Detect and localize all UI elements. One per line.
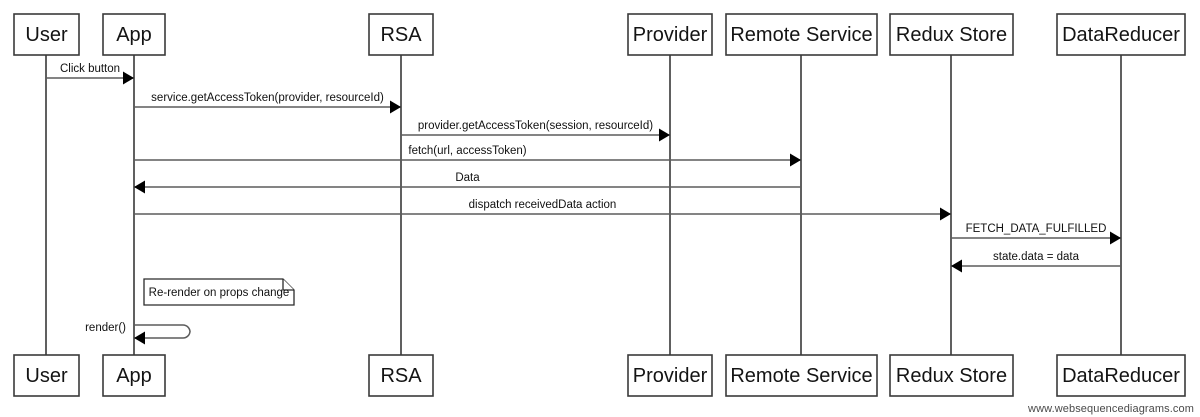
message-arrowhead-m4 bbox=[790, 153, 801, 167]
actor-label-provider-bottom: Provider bbox=[633, 365, 708, 387]
actor-app-bottom[interactable]: App bbox=[102, 354, 166, 397]
message-m8[interactable]: state.data = data bbox=[951, 251, 1121, 273]
message-arrowhead-m6 bbox=[940, 207, 951, 221]
actor-box-app-bottom bbox=[102, 354, 166, 397]
note-fold-corner-n1 bbox=[282, 279, 294, 291]
actor-box-user-bottom bbox=[13, 354, 80, 397]
actor-box-reducer-top bbox=[1056, 13, 1186, 56]
actor-label-remote-bottom: Remote Service bbox=[730, 365, 872, 387]
lifelines-layer bbox=[45, 55, 1122, 355]
actor-label-redux-top: Redux Store bbox=[896, 24, 1007, 46]
actor-label-remote-top: Remote Service bbox=[730, 24, 872, 46]
actor-rsa-top[interactable]: RSA bbox=[368, 13, 434, 56]
message-arrowhead-m7 bbox=[1110, 231, 1121, 245]
message-label-m7: FETCH_DATA_FULFILLED bbox=[966, 223, 1107, 235]
message-m7[interactable]: FETCH_DATA_FULFILLED bbox=[951, 223, 1121, 245]
actor-remote-top[interactable]: Remote Service bbox=[725, 13, 878, 56]
actor-redux-bottom[interactable]: Redux Store bbox=[889, 354, 1014, 397]
actor-label-reducer-bottom: DataReducer bbox=[1062, 365, 1180, 387]
actor-redux-top[interactable]: Redux Store bbox=[889, 13, 1014, 56]
actor-label-redux-bottom: Redux Store bbox=[896, 365, 1007, 387]
message-label-m3: provider.getAccessToken(session, resourc… bbox=[418, 120, 653, 132]
message-label-m8: state.data = data bbox=[993, 251, 1080, 263]
message-m5[interactable]: Data bbox=[134, 172, 801, 194]
actor-box-provider-top bbox=[627, 13, 713, 56]
actor-box-remote-bottom bbox=[725, 354, 878, 397]
actor-box-rsa-bottom bbox=[368, 354, 434, 397]
actor-user-bottom[interactable]: User bbox=[13, 354, 80, 397]
actor-provider-bottom[interactable]: Provider bbox=[627, 354, 713, 397]
message-label-m6: dispatch receivedData action bbox=[469, 199, 617, 211]
message-label-m2: service.getAccessToken(provider, resourc… bbox=[151, 92, 384, 104]
watermark: www.websequencediagrams.com bbox=[1028, 403, 1194, 415]
message-label-m1: Click button bbox=[60, 63, 120, 75]
message-arrowhead-m3 bbox=[659, 128, 670, 142]
actor-box-provider-bottom bbox=[627, 354, 713, 397]
actor-app-top[interactable]: App bbox=[102, 13, 166, 56]
actor-label-app-bottom: App bbox=[116, 365, 152, 387]
actor-label-reducer-top: DataReducer bbox=[1062, 24, 1180, 46]
actor-box-redux-top bbox=[889, 13, 1014, 56]
actor-rsa-bottom[interactable]: RSA bbox=[368, 354, 434, 397]
self-message-label-s1: render() bbox=[85, 322, 126, 334]
message-arrowhead-m8 bbox=[951, 259, 962, 273]
self-message-s1[interactable]: render() bbox=[85, 322, 191, 345]
actor-provider-top[interactable]: Provider bbox=[627, 13, 713, 56]
note-label-n1: Re-render on props change bbox=[149, 287, 290, 299]
note-body-n1 bbox=[143, 278, 295, 306]
actor-label-rsa-bottom: RSA bbox=[380, 365, 422, 387]
actor-label-app-top: App bbox=[116, 24, 152, 46]
message-label-m4: fetch(url, accessToken) bbox=[408, 145, 526, 157]
message-m3[interactable]: provider.getAccessToken(session, resourc… bbox=[401, 120, 670, 142]
actor-box-user-top bbox=[13, 13, 80, 56]
actor-label-rsa-top: RSA bbox=[380, 24, 422, 46]
actor-label-user-bottom: User bbox=[25, 365, 68, 387]
note-n1[interactable]: Re-render on props change bbox=[143, 278, 295, 306]
message-m1[interactable]: Click button bbox=[46, 63, 134, 85]
self-message-arrowhead-s1 bbox=[134, 331, 145, 345]
message-arrowhead-m1 bbox=[123, 71, 134, 85]
actor-label-user-top: User bbox=[25, 24, 68, 46]
notes-layer: Re-render on props change bbox=[143, 278, 295, 306]
actor-box-rsa-top bbox=[368, 13, 434, 56]
actor-reducer-bottom[interactable]: DataReducer bbox=[1056, 354, 1186, 397]
actor-box-app-top bbox=[102, 13, 166, 56]
self-message-path-s1 bbox=[134, 324, 191, 339]
message-m2[interactable]: service.getAccessToken(provider, resourc… bbox=[134, 92, 401, 114]
actor-user-top[interactable]: User bbox=[13, 13, 80, 56]
message-arrowhead-m5 bbox=[134, 180, 145, 194]
actor-label-provider-top: Provider bbox=[633, 24, 708, 46]
message-arrowhead-m2 bbox=[390, 100, 401, 114]
actor-remote-bottom[interactable]: Remote Service bbox=[725, 354, 878, 397]
actor-box-redux-bottom bbox=[889, 354, 1014, 397]
actors-bottom-layer: User App RSA Provider Remote Service Redux St… bbox=[13, 354, 1186, 397]
actor-box-reducer-bottom bbox=[1056, 354, 1186, 397]
message-label-m5: Data bbox=[455, 172, 480, 184]
actors-top-layer: User App RSA Provider Remote Service Redux St… bbox=[13, 13, 1186, 56]
message-m4[interactable]: fetch(url, accessToken) bbox=[134, 145, 801, 167]
message-m6[interactable]: dispatch receivedData action bbox=[134, 199, 951, 221]
actor-box-remote-top bbox=[725, 13, 878, 56]
actor-reducer-top[interactable]: DataReducer bbox=[1056, 13, 1186, 56]
messages-layer: Click button service.getAccessToken(provi… bbox=[46, 63, 1121, 345]
